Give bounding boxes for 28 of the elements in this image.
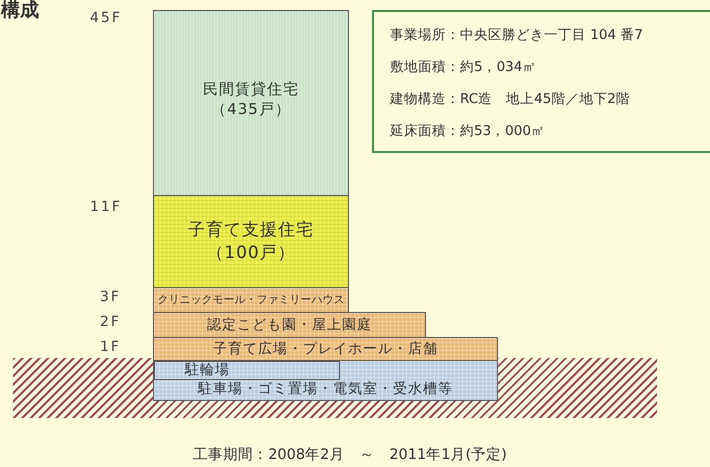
title: 構成: [1, 0, 39, 23]
area-label: 民間賃貸住宅: [203, 79, 299, 100]
floor-block: [153, 195, 349, 288]
schedule-note: 工事期間：2008年2月 ～ 2011年1月(予定): [192, 446, 508, 464]
area-label: クリニックモール・ファミリーハウス: [158, 292, 344, 308]
area-label: 駐車場・ゴミ置場・電気室・受水槽等: [198, 380, 453, 399]
info-text: 事業場所：中央区勝どき一丁目 104 番7: [390, 26, 643, 44]
info-box: [372, 10, 710, 153]
floor-label: 1F: [100, 339, 121, 355]
area-label: 子育て支援住宅: [188, 218, 314, 242]
info-text: 建物構造：RC造 地上45階／地下2階: [390, 90, 630, 108]
floor-label: 3F: [100, 289, 121, 305]
floor-band: [153, 287, 349, 313]
floor-band: [153, 337, 498, 361]
floor-band: [153, 312, 426, 338]
area-label: （100戸）: [206, 242, 296, 264]
area-label: 認定こども園・屋上園庭: [207, 316, 372, 334]
basement-band: [154, 361, 340, 380]
floor-label: 45F: [90, 10, 122, 26]
area-label: 子育て広場・プレイホール・店舗: [213, 340, 438, 358]
basement-band: [153, 360, 498, 401]
floor-block: [153, 10, 349, 196]
floor-label: 11F: [90, 199, 122, 215]
info-text: 延床面積：約53，000㎡: [390, 122, 545, 140]
area-label: （435戸）: [211, 99, 291, 120]
floor-label: 2F: [100, 314, 121, 330]
area-label: 駐輪場: [185, 361, 230, 380]
info-text: 敷地面積：約5，034㎡: [390, 58, 536, 76]
